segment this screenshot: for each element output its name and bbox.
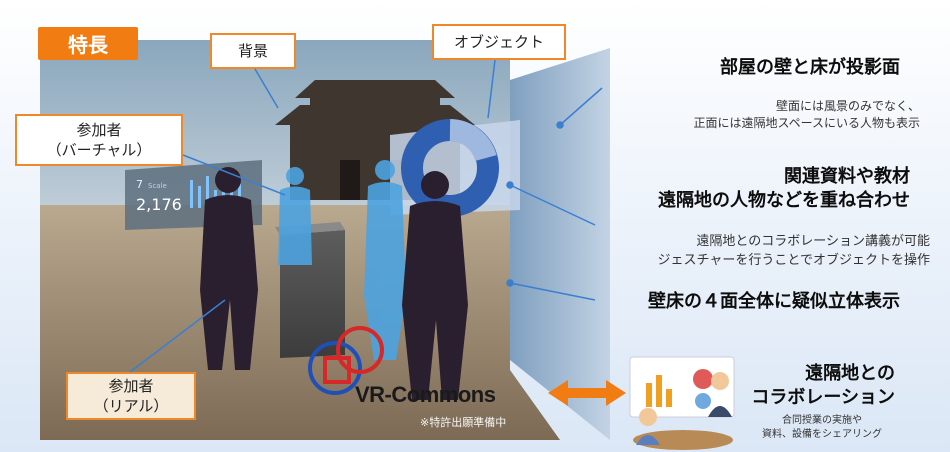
callout-background-label: 背景	[237, 42, 268, 60]
collaboration-headline: 遠隔地との コラボレーション	[751, 362, 895, 410]
panel-small-value: 7	[136, 178, 143, 191]
feature-2-headline: 関連資料や教材 遠隔地の人物などを重ね合わせ	[658, 165, 910, 213]
callout-background: 背景	[210, 33, 296, 69]
features-badge: 特長	[38, 27, 138, 60]
collaboration-sub-line2: 資料、設備をシェアリング	[762, 429, 882, 440]
feature-2-sub: 遠隔地とのコラボレーション講義が可能 ジェスチャーを行うことでオブジェクトを操作	[658, 232, 930, 270]
collaboration-sub: 合同授業の実施や 資料、設備をシェアリング	[762, 414, 882, 442]
feature-2-headline-line2: 遠隔地の人物などを重ね合わせ	[658, 190, 910, 211]
callout-participant-real: 参加者 （リアル）	[66, 372, 196, 420]
right-wall	[510, 48, 610, 440]
collaboration-sub-line1: 合同授業の実施や	[782, 415, 862, 426]
patent-note: ※特許出願準備中	[420, 416, 507, 429]
feature-2-headline-line1: 関連資料や教材	[784, 166, 910, 187]
collaboration-illustration	[629, 356, 735, 450]
double-arrow-icon	[548, 380, 626, 406]
room-scene: 7 Scale 2,176	[40, 40, 610, 440]
panel-small-label: Scale	[148, 182, 167, 190]
collaboration-headline-line1: 遠隔地との	[805, 363, 895, 384]
feature-2-sub-line1: 遠隔地とのコラボレーション講義が可能	[696, 234, 930, 249]
feature-1-sub-line1: 壁面には風景のみでなく、	[775, 99, 920, 113]
callout-participant-virtual: 参加者 （バーチャル）	[15, 114, 183, 166]
vr-commons-logo-mark	[308, 326, 384, 395]
callout-object-label: オブジェクト	[453, 33, 544, 51]
feature-3-headline: 壁床の４面全体に疑似立体表示	[648, 291, 900, 312]
callout-object: オブジェクト	[432, 24, 566, 60]
vr-commons-logo-text: VR-Commons	[355, 382, 496, 407]
callout-virtual-line2: （バーチャル）	[46, 141, 152, 159]
feature-1-headline: 部屋の壁と床が投影面	[720, 57, 900, 78]
feature-2-sub-line2: ジェスチャーを行うことでオブジェクトを操作	[657, 253, 930, 268]
callout-virtual-line1: 参加者	[76, 121, 122, 139]
feature-1-sub-line2: 正面には遠隔地スペースにいる人物も表示	[693, 116, 920, 130]
real-participants	[200, 167, 468, 400]
callout-real-line1: 参加者	[108, 377, 154, 395]
callout-real-line2: （リアル）	[93, 397, 169, 415]
feature-1-sub: 壁面には風景のみでなく、 正面には遠隔地スペースにいる人物も表示	[693, 98, 920, 132]
panel-large-value: 2,176	[136, 195, 182, 214]
collaboration-headline-line2: コラボレーション	[751, 387, 895, 408]
virtual-participants	[278, 160, 406, 360]
